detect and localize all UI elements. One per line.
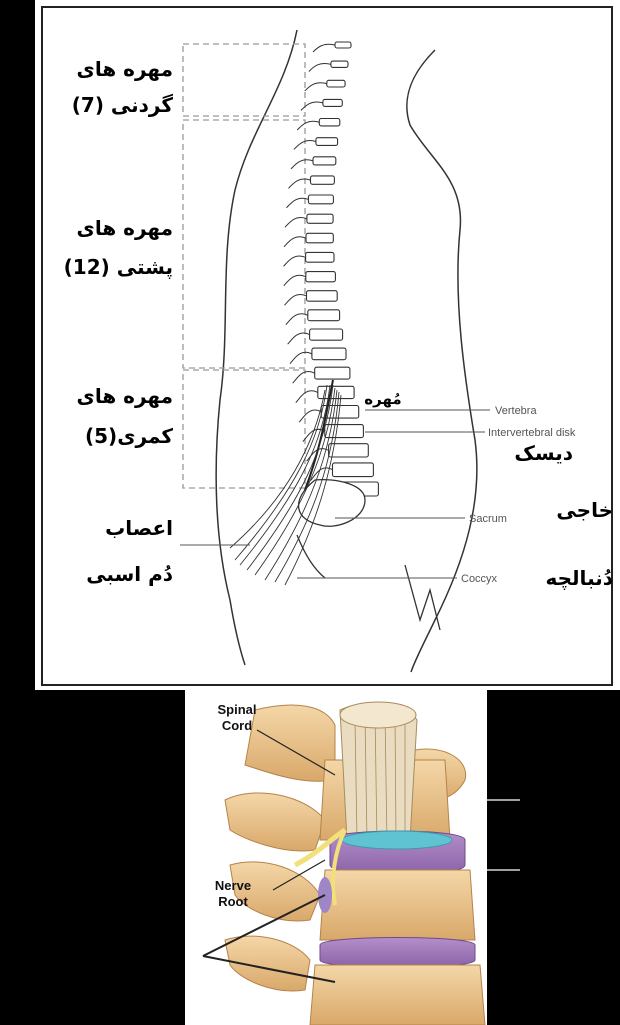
sacrum-label-fa: خاجی — [556, 498, 613, 522]
nerve-root-label-1: Nerve — [215, 878, 251, 893]
vertebra — [316, 138, 338, 146]
vertebra — [313, 157, 336, 165]
spinous-process — [288, 333, 310, 344]
lower-vertebral-body — [320, 870, 475, 940]
spinous-process — [284, 256, 306, 266]
spinous-process — [285, 217, 307, 227]
vertebra — [306, 252, 334, 262]
vertebra — [311, 176, 335, 184]
lumbar-label-2: کمری(5) — [85, 424, 173, 448]
spine-side-view-diagram: مهره های گردنی (7) مهره های پشتی (12) مه… — [35, 0, 620, 690]
vertebra-label-en: Vertebra — [495, 405, 537, 417]
vertebra — [333, 463, 374, 477]
vertebra — [315, 367, 350, 379]
cervical-label-2: گردنی (7) — [72, 93, 174, 117]
spinous-process — [313, 44, 335, 52]
transverse-process-left — [225, 793, 325, 851]
lower-disc — [320, 938, 475, 968]
lumbar-label-1: مهره های — [76, 384, 173, 408]
spinous-process — [290, 352, 312, 363]
disk-label-en: Intervertebral disk — [488, 427, 576, 439]
spinous-process — [291, 160, 313, 169]
vertebra — [319, 119, 340, 126]
spinous-process — [285, 295, 307, 306]
disk-label-fa: دیسک — [514, 441, 573, 465]
back-outline — [216, 30, 297, 665]
cervical-region-box — [183, 44, 305, 116]
sacrum-label-en: Sacrum — [469, 513, 507, 525]
coccyx-label-fa: دُنبالچه — [546, 566, 614, 591]
vertebra — [335, 42, 351, 48]
upper-vertebra-process — [245, 705, 335, 781]
vertebra — [308, 195, 333, 204]
disc-nucleus — [342, 831, 452, 849]
vertebra — [307, 291, 338, 302]
vertebra — [306, 233, 333, 243]
spinous-process — [309, 63, 331, 71]
coccyx-label-en: Coccyx — [461, 573, 498, 585]
vertebral-column — [284, 42, 379, 500]
vertebra — [331, 61, 348, 67]
lumbar-segment-panel: Spinal Cord Nerve Root — [185, 690, 487, 1025]
vertebra — [323, 99, 342, 106]
spinous-process — [288, 179, 310, 188]
vertebra — [312, 348, 346, 360]
cauda-label-1: اعصاب — [105, 516, 173, 540]
spinous-process — [305, 83, 327, 91]
vertebra — [327, 80, 345, 87]
spinous-process — [297, 121, 319, 130]
spinal-cord-label-2: Cord — [222, 718, 252, 733]
vertebra — [308, 310, 340, 321]
thoracic-label-2: پشتی (12) — [64, 255, 173, 280]
spinous-process — [293, 372, 315, 384]
spinous-process — [284, 237, 306, 247]
base-vertebral-body — [310, 965, 485, 1025]
vertebra — [310, 329, 343, 340]
lumbar-segment-illustration: Spinal Cord Nerve Root — [185, 690, 487, 1025]
spine-side-view-panel: مهره های گردنی (7) مهره های پشتی (12) مه… — [35, 0, 620, 690]
lumbar-region-box — [183, 370, 305, 488]
spinous-process — [296, 391, 318, 403]
nerve-root-label-2: Root — [218, 894, 248, 909]
spinous-process — [284, 275, 306, 285]
sacrum-bone — [299, 480, 365, 527]
vertebra — [307, 214, 333, 223]
spinal-cord-label-1: Spinal — [217, 702, 256, 717]
vertebra — [306, 272, 336, 282]
thoracic-label-1: مهره های — [76, 216, 173, 240]
coccyx-bone — [297, 535, 325, 578]
cauda-label-2: دُم اسبی — [86, 562, 173, 586]
cervical-label-1: مهره های — [76, 57, 173, 81]
vertebra-label-fa: مُهره — [364, 390, 401, 408]
spinous-process — [301, 102, 323, 110]
